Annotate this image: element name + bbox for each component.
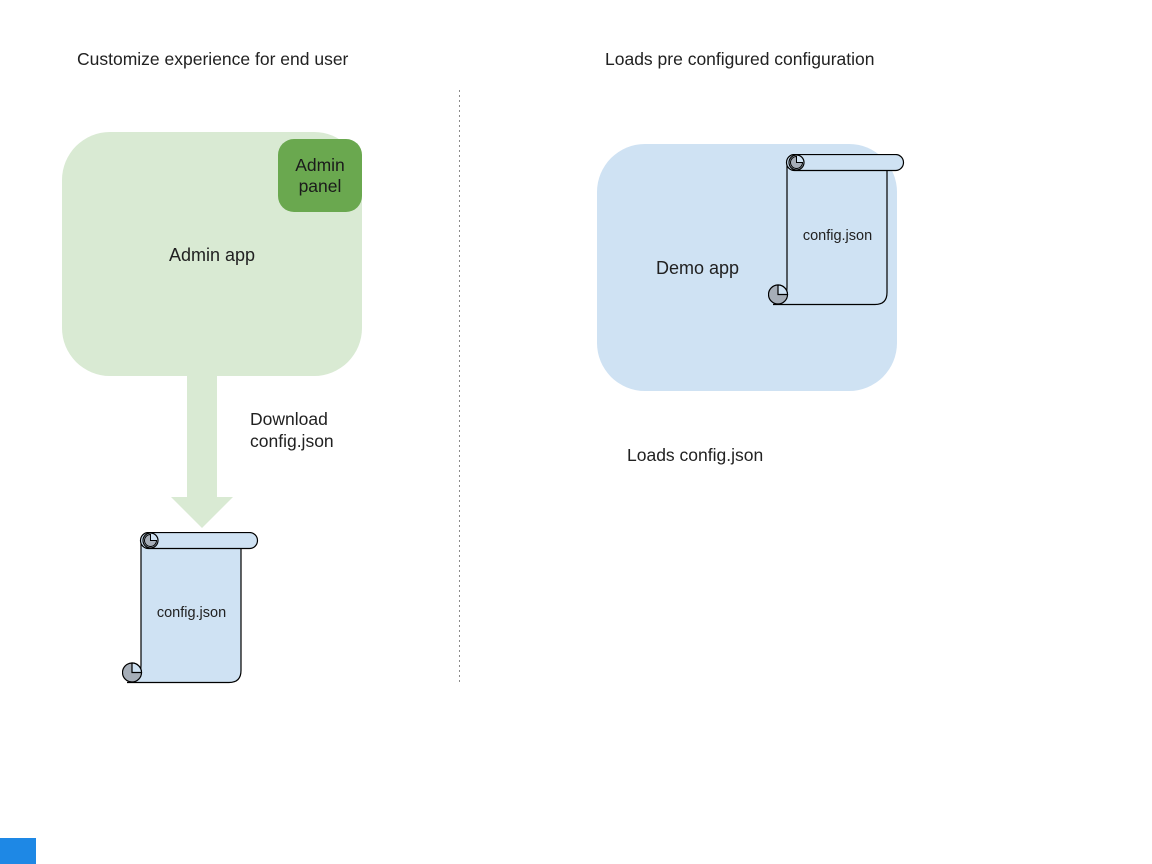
- scroll-roll: [785, 154, 905, 172]
- right-section-heading: Loads pre configured configuration: [605, 49, 875, 69]
- download-arrow-label: Download config.json: [250, 409, 334, 451]
- config-json-label-left: config.json: [156, 605, 227, 621]
- admin-app-box: Admin panel Admin app: [62, 132, 362, 376]
- loads-config-caption: Loads config.json: [627, 445, 764, 465]
- scroll-bottom-curl-notch: [777, 284, 789, 296]
- config-json-scroll-left: [122, 532, 259, 684]
- admin-app-label: Admin app: [168, 245, 256, 265]
- cropped-blue-shape: [0, 838, 36, 864]
- scroll-top-curl-spiral: [790, 155, 804, 169]
- download-arrow: [171, 376, 233, 528]
- demo-app-label: Demo app: [656, 258, 740, 278]
- admin-panel-chip: Admin panel: [278, 139, 362, 212]
- left-section-heading: Customize experience for end user: [77, 49, 349, 69]
- section-divider: [459, 90, 460, 685]
- scroll-bottom-curl-notch: [131, 662, 143, 674]
- scroll-roll: [139, 532, 259, 550]
- config-json-scroll-right: [768, 154, 905, 306]
- download-arrow-shape: [171, 376, 233, 528]
- scroll-top-curl-spiral: [144, 533, 158, 547]
- admin-panel-label: Admin panel: [295, 154, 345, 196]
- config-json-label-right: config.json: [802, 228, 873, 244]
